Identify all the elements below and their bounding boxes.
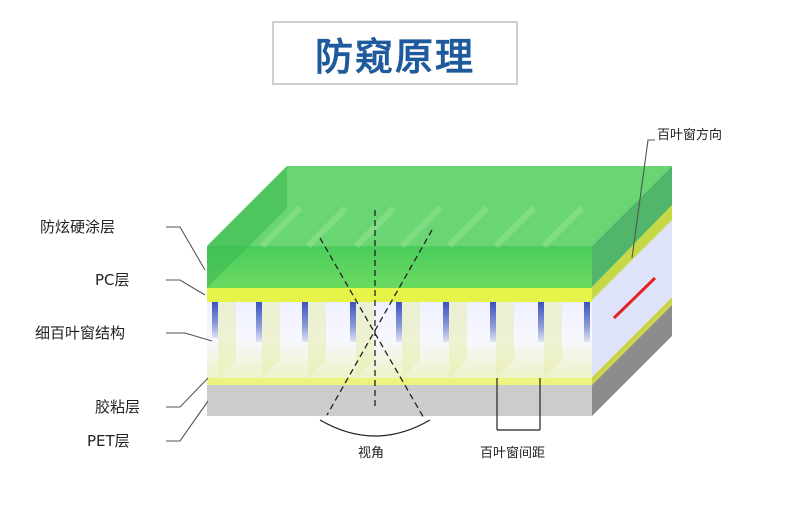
louver-direction-mark	[612, 276, 657, 320]
louver-spacing-bracket	[496, 378, 541, 431]
hard-coat-front	[207, 246, 592, 288]
label-louver-structure: 细百叶窗结构	[35, 324, 125, 342]
view-angle-arc	[319, 419, 431, 437]
louver-slat	[396, 302, 402, 342]
label-view-angle: 视角	[358, 446, 384, 461]
label-adhesive-layer: 胶粘层	[95, 398, 140, 416]
leader-lines	[166, 139, 655, 442]
page-title: 防窥原理	[314, 34, 475, 79]
pet-layer-right	[592, 305, 672, 416]
hard-coat-left-edge	[207, 166, 287, 288]
label-louver-spacing: 百叶窗间距	[480, 445, 545, 461]
label-pc-layer: PC层	[95, 271, 130, 289]
hard-coat-top	[207, 166, 672, 246]
label-louver-direction: 百叶窗方向	[657, 127, 722, 143]
pc-layer-front	[207, 287, 592, 302]
hard-coat-right	[592, 166, 672, 287]
louver-slats	[212, 302, 590, 342]
pc-layer-right	[592, 205, 672, 300]
louver-slat-depths	[218, 284, 562, 378]
view-angle-lines	[319, 210, 433, 421]
title-box: 防窥原理	[272, 21, 518, 85]
louver-slat	[490, 302, 496, 342]
louver-slat	[302, 302, 308, 342]
louver-slat	[584, 302, 590, 342]
label-pet-layer: PET层	[87, 432, 130, 450]
louver-slat	[350, 302, 356, 342]
louver-slat	[212, 302, 218, 338]
hard-coat-reflections	[259, 205, 585, 249]
adhesive-layer-right	[592, 297, 672, 385]
label-hard-coat: 防炫硬涂层	[40, 218, 115, 236]
louver-slat	[538, 302, 544, 342]
louver-slat	[256, 302, 262, 342]
louver-slat	[443, 302, 449, 342]
pet-layer-front	[207, 385, 592, 416]
